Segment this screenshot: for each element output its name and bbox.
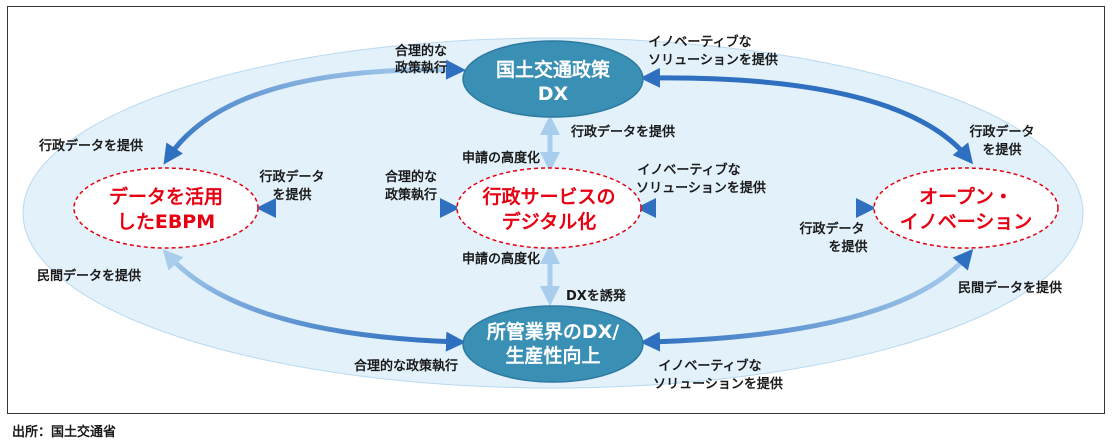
label-bottom-right-solution-2: ソリューションを提供 (653, 376, 783, 392)
label-top-left-policy-1: 合理的な (395, 43, 447, 59)
label-center-left-policy-2: 政策執行 (385, 187, 437, 203)
label-top-right-solution-2: ソリューションを提供 (648, 52, 778, 68)
node-bottom-line2: 生産性向上 (505, 344, 600, 367)
label-bottom-left-policy: 合理的な政策執行 (354, 358, 458, 374)
node-left-line1: データを活用 (109, 185, 223, 208)
arrow-top-right (640, 67, 974, 165)
label-center-left-data-2: を提供 (272, 187, 311, 203)
node-center (456, 167, 642, 249)
arrow-bottom-right (640, 248, 974, 352)
arrow-bottom-left (162, 249, 466, 352)
source-note: 出所：国土交通省 (12, 425, 117, 440)
label-bottom-right-solution-1: イノベーティブな (658, 358, 761, 374)
label-center-top-apply: 申請の高度化 (462, 150, 540, 166)
node-bottom-line1: 所管業界のDX/ (487, 320, 619, 343)
node-right-line1: オープン・ (919, 185, 1013, 208)
policy-dx-diagram: 国土交通政策 DX 所管業界のDX/ 生産性向上 行政サービスの デジタル化 デ… (22, 34, 1084, 392)
label-center-top-data: 行政データを提供 (570, 124, 675, 140)
label-center-bottom-apply: 申請の高度化 (462, 251, 540, 267)
node-right-line2: イノベーション (900, 211, 1033, 233)
label-top-right-solution-1: イノベーティブな (648, 34, 751, 50)
label-center-bottom-dx: DXを誘発 (566, 288, 627, 304)
label-top-left-data: 行政データを提供 (38, 138, 143, 154)
node-top-line1: 国土交通政策 (496, 58, 611, 81)
node-left-line2: したEBPM (117, 211, 215, 233)
label-center-right-solution-1: イノベーティブな (637, 162, 740, 178)
label-center-right-data-1: 行政データ (798, 221, 864, 237)
node-bottom (462, 305, 644, 383)
arrow-top-left (163, 59, 466, 165)
node-right (873, 167, 1059, 249)
node-center-line1: 行政サービスの (481, 185, 615, 208)
label-center-left-policy-1: 合理的な (385, 169, 437, 185)
label-center-right-solution-2: ソリューションを提供 (636, 180, 766, 196)
label-center-left-data-1: 行政データ (258, 169, 324, 185)
label-center-right-data-2: を提供 (828, 239, 867, 255)
label-top-left-policy-2: 政策執行 (395, 60, 447, 76)
label-top-right-data-1: 行政データ (968, 124, 1034, 140)
label-bottom-right-data: 民間データを提供 (958, 280, 1062, 296)
label-bottom-left-data: 民間データを提供 (37, 268, 141, 284)
node-left (73, 167, 259, 249)
label-top-right-data-2: を提供 (982, 142, 1021, 158)
node-center-line2: デジタル化 (502, 210, 597, 233)
node-top (462, 40, 644, 118)
node-top-line2: DX (538, 83, 569, 105)
